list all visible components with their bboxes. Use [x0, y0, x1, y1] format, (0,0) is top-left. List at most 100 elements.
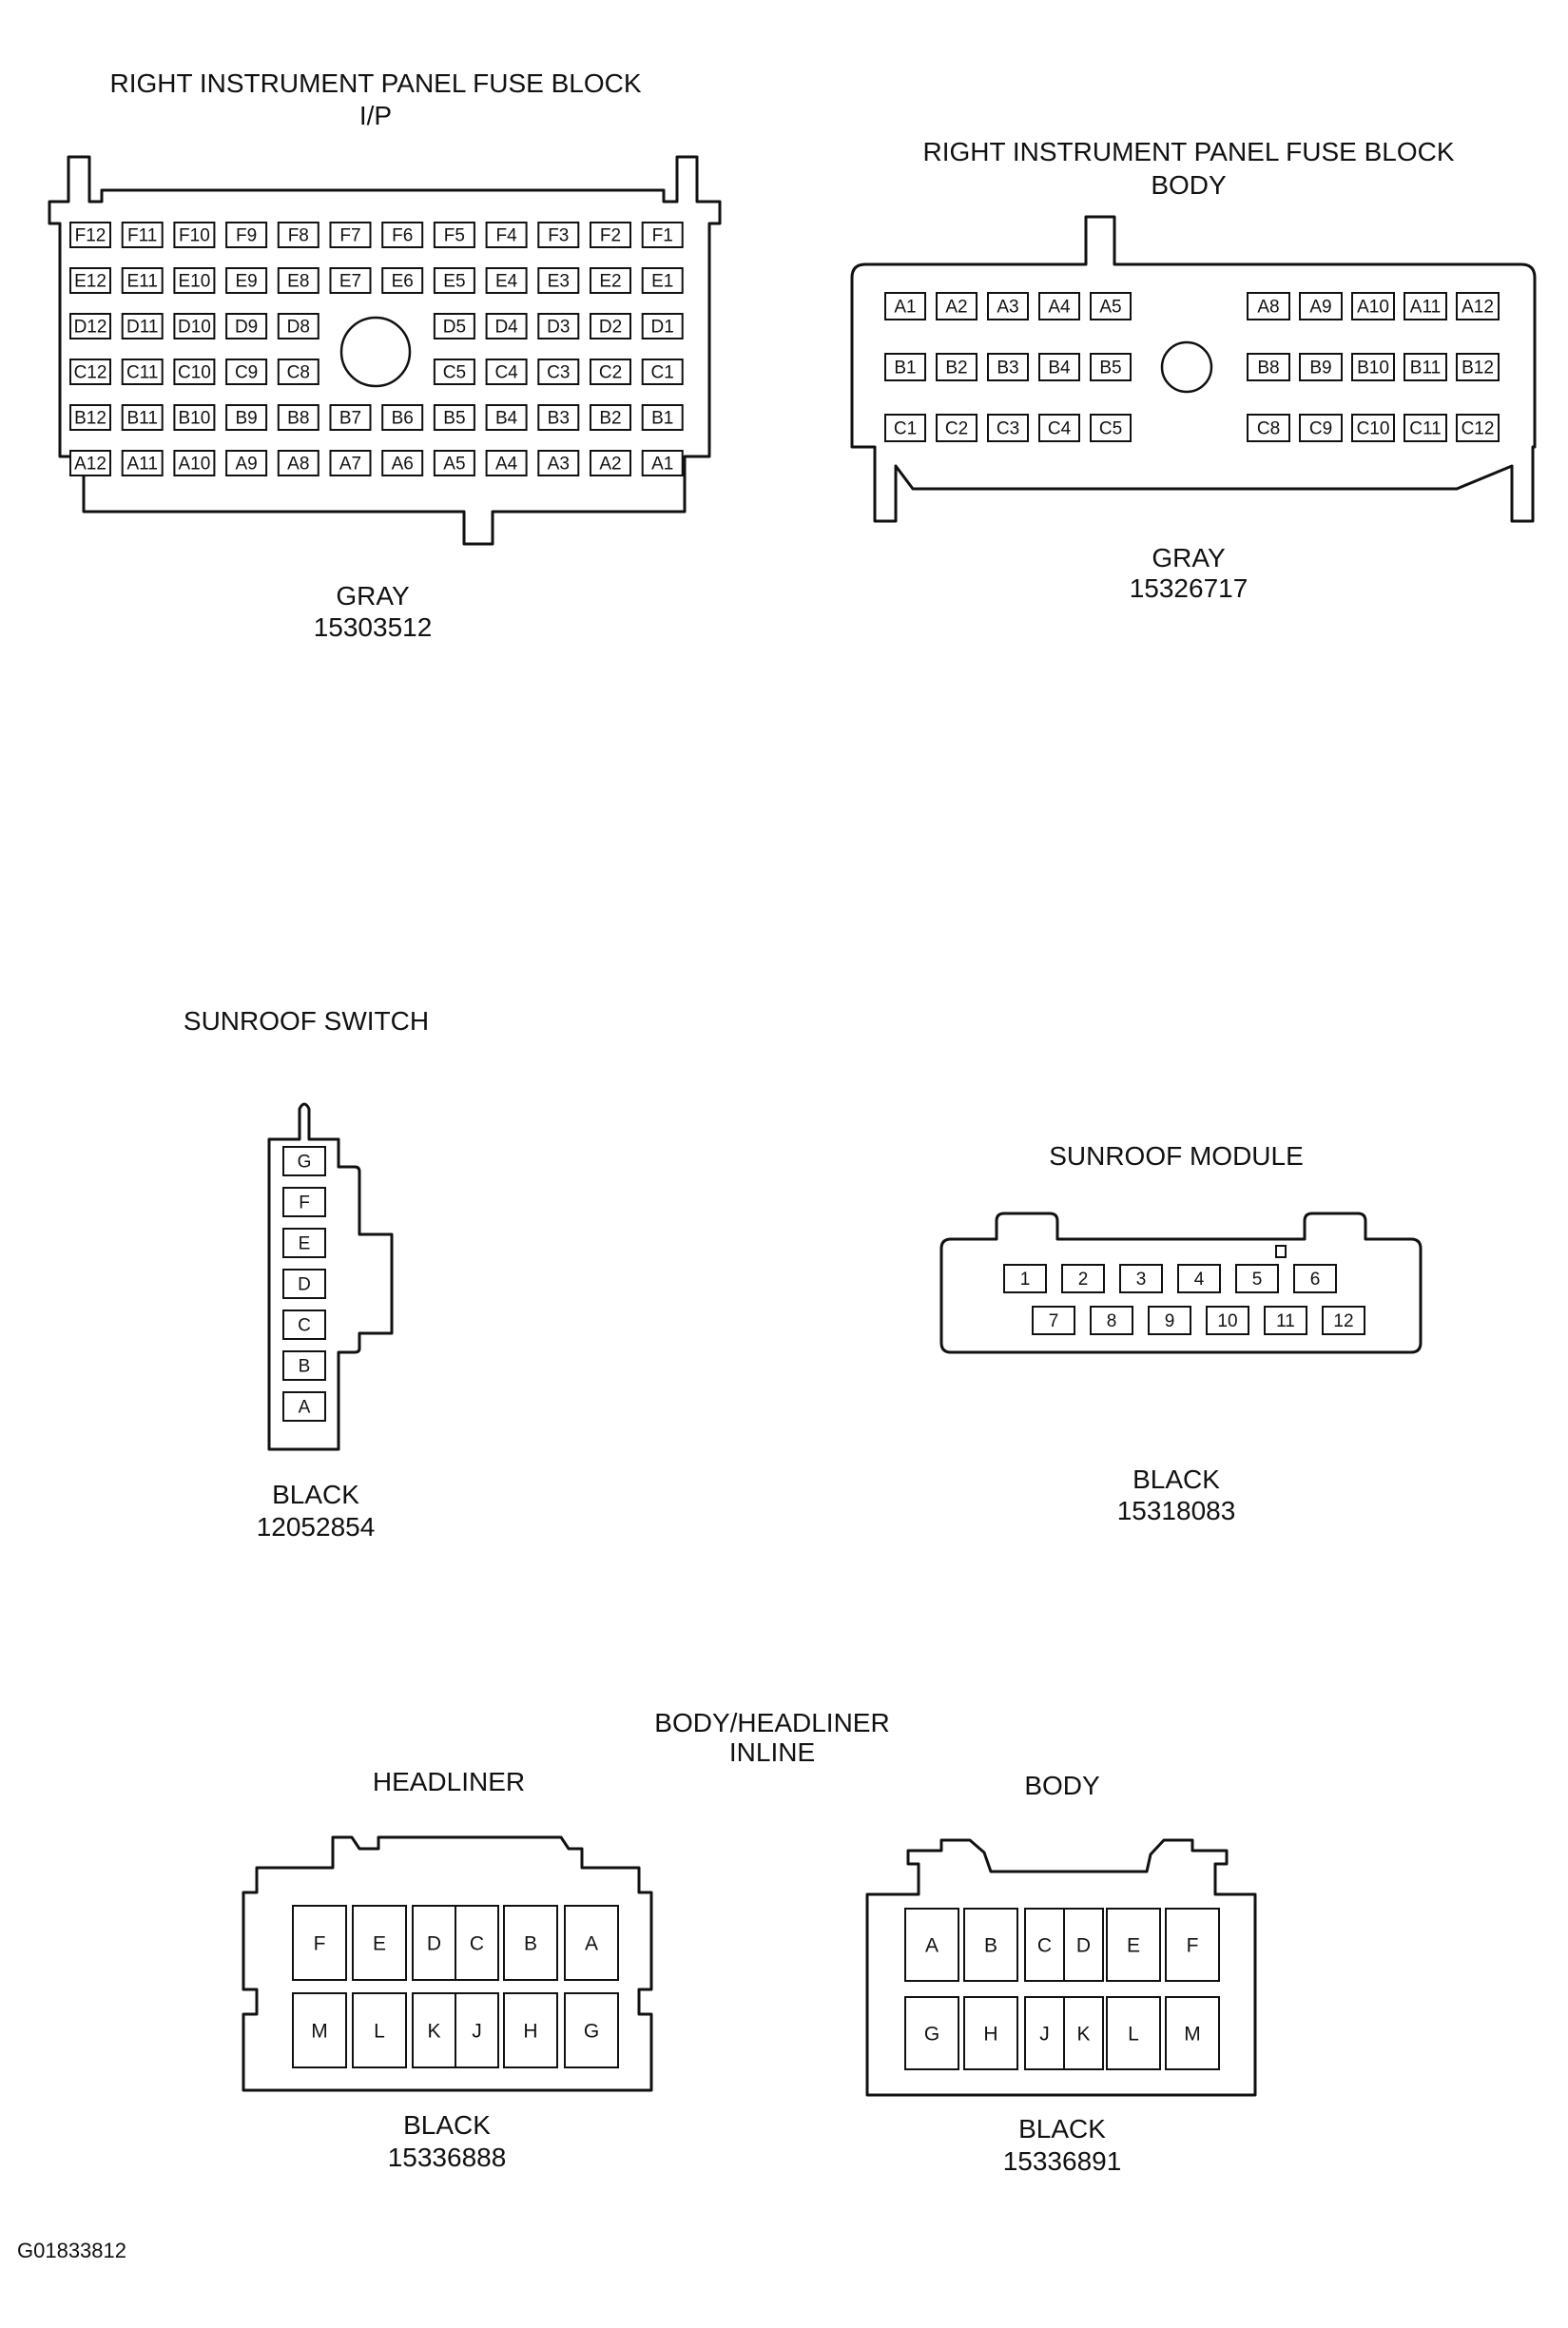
- ip-fuse-block-connector: RIGHT INSTRUMENT PANEL FUSE BLOCK I/P F1…: [48, 68, 722, 642]
- ip-pin-d9-cavity: [225, 313, 268, 340]
- body-inline-pin-f: F: [1165, 1908, 1220, 1982]
- body-fuse-pin-b4-label: B4: [1048, 359, 1071, 378]
- module-pin-1-label: 1: [1020, 1270, 1031, 1290]
- body-fuse-pin-a5: A5: [1090, 292, 1132, 320]
- headliner-pin-d-label: D: [427, 1933, 441, 1955]
- module-pin-10-cavity: [1206, 1306, 1249, 1335]
- body-inline-pin-k-cavity: [1063, 1996, 1104, 2070]
- headliner-pin-g-cavity: [564, 1992, 619, 2068]
- ip-pin-d2-label: D2: [599, 318, 622, 338]
- sunroof-module-part-number: 15318083: [1117, 1496, 1236, 1525]
- ip-pin-d1-label: D1: [651, 318, 674, 338]
- ip-pin-d10-cavity: [173, 313, 216, 340]
- switch-pin-g-label: G: [298, 1153, 312, 1173]
- ip-pin-e3-label: E3: [548, 272, 570, 292]
- body-fuse-pin-b3-label: B3: [997, 359, 1018, 378]
- body-fuse-pin-b10-label: B10: [1357, 359, 1389, 378]
- body-inline-pin-m-cavity: [1165, 1996, 1220, 2070]
- headliner-pin-c-cavity: [455, 1905, 499, 1981]
- ip-pin-c4: C4: [485, 359, 528, 385]
- body-fuse-pin-b2-cavity: [936, 353, 978, 381]
- ip-pin-e11-cavity: [121, 267, 164, 294]
- body-fuse-pin-a4-label: A4: [1048, 298, 1071, 318]
- body-fuse-pin-c12-label: C12: [1462, 419, 1495, 439]
- body-inline-pin-h: H: [963, 1996, 1018, 2070]
- body-fuse-pin-c2-cavity: [936, 414, 978, 442]
- ip-pin-b11-label: B11: [126, 409, 157, 429]
- body-fuse-pin-b12: B12: [1456, 353, 1500, 381]
- switch-pin-c: C: [282, 1310, 326, 1340]
- module-pin-12-label: 12: [1333, 1311, 1353, 1331]
- ip-pin-a8-cavity: [277, 450, 319, 476]
- body-fuse-pin-c5-label: C5: [1099, 419, 1122, 439]
- module-pin-10: 10: [1206, 1306, 1249, 1335]
- ip-pin-d11-cavity: [121, 313, 164, 340]
- body-fuse-pin-b5-cavity: [1090, 353, 1132, 381]
- sunroof-module-latch-mark: [1275, 1245, 1287, 1258]
- body-inline-pin-c-label: C: [1037, 1935, 1052, 1957]
- headliner-color-label: BLACK: [403, 2110, 491, 2140]
- body-fuse-pin-c2: C2: [936, 414, 978, 442]
- ip-pin-e4: E4: [485, 267, 528, 294]
- body-fuse-pin-a2-cavity: [936, 292, 978, 320]
- switch-pin-b: B: [282, 1350, 326, 1381]
- ip-pin-c1: C1: [641, 359, 684, 385]
- ip-pin-e4-label: E4: [495, 272, 518, 292]
- headliner-pin-l-cavity: [352, 1992, 407, 2068]
- ip-pin-d4-cavity: [485, 313, 528, 340]
- ip-pin-f11-label: F11: [127, 226, 157, 246]
- ip-pin-a10: A10: [173, 450, 216, 476]
- body-fuse-pin-a10-label: A10: [1357, 298, 1389, 318]
- module-pin-3-label: 3: [1136, 1270, 1147, 1290]
- ip-pin-f7: F7: [329, 222, 372, 248]
- ip-pin-a10-cavity: [173, 450, 216, 476]
- inline-title-line1: BODY/HEADLINER: [654, 1708, 889, 1737]
- ip-pin-b5-cavity: [433, 404, 475, 431]
- body-fuse-pin-b4: B4: [1038, 353, 1080, 381]
- ip-pin-f11-cavity: [121, 222, 164, 248]
- body-fuse-pin-c9-label: C9: [1309, 419, 1332, 439]
- body-fuse-pin-b9: B9: [1299, 353, 1343, 381]
- ip-pin-c10-cavity: [173, 359, 216, 385]
- body-inline-pin-j: J: [1024, 1996, 1065, 2070]
- ip-pin-a5-cavity: [433, 450, 475, 476]
- switch-pin-c-label: C: [298, 1316, 311, 1336]
- body-fuse-pin-c8-cavity: [1247, 414, 1290, 442]
- body-fuse-pin-a12-cavity: [1456, 292, 1500, 320]
- ip-pin-a8: A8: [277, 450, 319, 476]
- ip-pin-b12-cavity: [69, 404, 111, 431]
- headliner-pin-m-cavity: [292, 1992, 347, 2068]
- ip-pin-b10: B10: [173, 404, 216, 431]
- body-inline-pin-m-label: M: [1184, 2024, 1201, 2046]
- headliner-pin-f: F: [292, 1905, 347, 1981]
- ip-pin-f5-label: F5: [444, 226, 465, 246]
- body-fuse-pin-a1: A1: [884, 292, 926, 320]
- ip-pin-b7: B7: [329, 404, 372, 431]
- ip-pin-b1-label: B1: [651, 409, 673, 429]
- switch-pin-f: F: [282, 1187, 326, 1217]
- ip-pin-e10-label: E10: [178, 272, 210, 292]
- body-fuse-pin-b10: B10: [1351, 353, 1395, 381]
- ip-pin-f3: F3: [537, 222, 580, 248]
- ip-pin-f10: F10: [173, 222, 216, 248]
- module-pin-7-cavity: [1032, 1306, 1075, 1335]
- body-fuse-pin-c10: C10: [1351, 414, 1395, 442]
- sunroof-module-title: SUNROOF MODULE: [1049, 1141, 1304, 1171]
- ip-pin-e5-cavity: [433, 267, 475, 294]
- ip-pin-b8-label: B8: [287, 409, 309, 429]
- ip-pin-b4-label: B4: [495, 409, 518, 429]
- ip-pin-b3-label: B3: [548, 409, 570, 429]
- body-fuse-pin-c4-cavity: [1038, 414, 1080, 442]
- ip-pin-e3-cavity: [537, 267, 580, 294]
- ip-pin-a8-label: A8: [287, 455, 309, 475]
- headliner-pin-h-label: H: [523, 2021, 537, 2043]
- switch-pin-a-cavity: [282, 1391, 326, 1422]
- body-fuse-pin-b12-cavity: [1456, 353, 1500, 381]
- ip-pin-a1-cavity: [641, 450, 684, 476]
- body-inline-pin-h-cavity: [963, 1996, 1018, 2070]
- body-fuse-pin-c3: C3: [987, 414, 1029, 442]
- ip-pin-f4-cavity: [485, 222, 528, 248]
- ip-pin-d5-cavity: [433, 313, 475, 340]
- headliner-pin-j: J: [455, 1992, 499, 2068]
